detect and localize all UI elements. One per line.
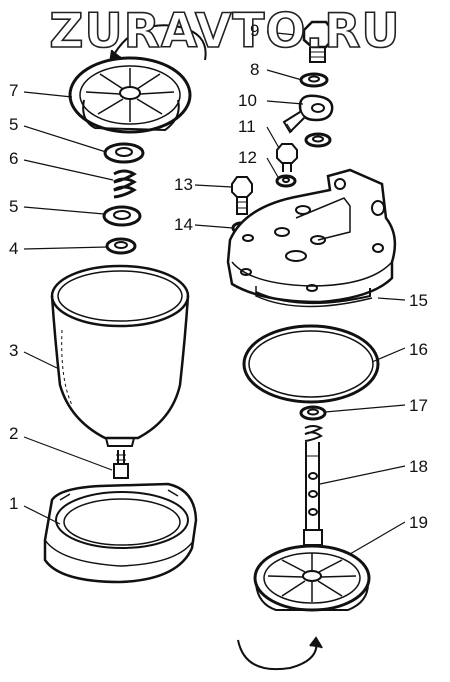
callout-5-upper: 5 xyxy=(9,115,19,134)
callout-4: 4 xyxy=(9,239,19,258)
callout-3: 3 xyxy=(9,341,19,360)
watermark-text: ZURAVTO.RU xyxy=(49,3,401,60)
callout-9: 9 xyxy=(250,21,260,40)
part-19-bottom-cap xyxy=(255,546,369,610)
callout-18: 18 xyxy=(409,457,428,476)
bottom-rotation-arrow xyxy=(238,638,322,669)
part-17-spring-washer xyxy=(301,407,325,419)
part-5-washer-lower xyxy=(104,207,140,225)
callout-6: 6 xyxy=(9,149,19,168)
part-18-center-tube xyxy=(304,426,322,545)
part-8-washer xyxy=(301,74,327,86)
callout-17: 17 xyxy=(409,396,428,415)
part-2-drain-plug xyxy=(114,450,128,478)
part-16-gasket-ring xyxy=(244,326,378,402)
part-4-seal-ring xyxy=(107,239,135,253)
part-10-banjo-fitting xyxy=(284,96,332,132)
part-12-washer xyxy=(277,176,295,186)
callout-14: 14 xyxy=(174,215,193,234)
callout-11: 11 xyxy=(238,117,256,136)
part-1-clamp-ring xyxy=(45,484,196,582)
callout-1: 1 xyxy=(9,494,19,513)
part-3-filter-bowl xyxy=(52,266,188,446)
part-5-washer-upper xyxy=(105,144,143,162)
part-13-bolt xyxy=(232,177,252,214)
callout-12: 12 xyxy=(238,148,257,167)
part-8-washer-lower xyxy=(306,134,330,146)
part-6-spring xyxy=(114,171,134,197)
callout-13: 13 xyxy=(174,175,193,194)
callout-5-lower: 5 xyxy=(9,197,19,216)
callout-7: 7 xyxy=(9,81,19,100)
callout-8: 8 xyxy=(250,60,260,79)
callout-19: 19 xyxy=(409,513,428,532)
callout-15: 15 xyxy=(409,291,428,310)
callout-16: 16 xyxy=(409,340,428,359)
callout-10: 10 xyxy=(238,91,257,110)
part-9-banjo-bolt xyxy=(304,22,332,62)
part-11-bolt xyxy=(277,144,297,172)
leader-lines xyxy=(24,32,405,554)
part-15-filter-head xyxy=(228,170,395,307)
part-7-top-cap xyxy=(70,58,190,132)
callout-2: 2 xyxy=(9,424,19,443)
